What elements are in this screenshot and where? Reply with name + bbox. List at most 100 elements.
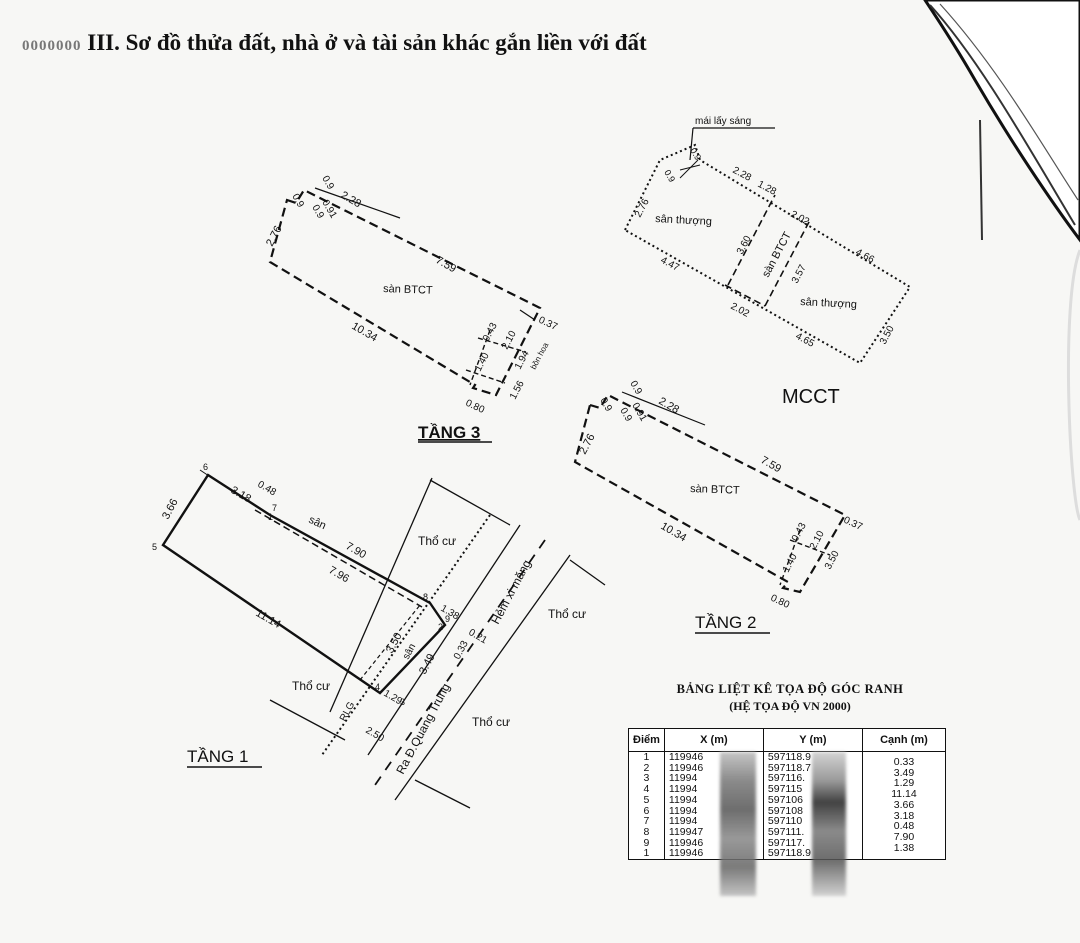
coordinate-table-subtitle: (HỆ TỌA ĐỘ VN 2000) [729,699,851,713]
tang3-dim-2.76: 2.76 [264,224,285,249]
cell-edge: 3.18 [893,809,915,822]
tang3-dim-0.80: 0.80 [464,398,487,416]
cell-edge: 3.66 [893,798,915,811]
tang2-dim-0.43: 0.43 [790,521,809,544]
tang2-dim-0.80: 0.80 [769,593,792,611]
tang2-dim-1.40: 1.40 [781,552,800,575]
tang3-flowerbed: bồn hoa [529,341,551,371]
cell-edge: 1.38 [893,841,915,854]
header-point: Điểm [628,728,665,752]
mcct-right-area: sân thượng [800,296,857,311]
mcct-dim-2.76: 2.76 [633,197,652,220]
tang3-floor-text: sàn BTCT [383,283,433,297]
tang1-point-2: 2 [438,622,443,632]
cell-edge: 0.48 [893,820,915,833]
coordinate-table-title: BẢNG LIỆT KÊ TỌA ĐỘ GÓC RANH [676,682,904,696]
tang2-dim-0.37: 0.37 [842,515,865,533]
mcct-dim-4.47: 4.47 [659,255,682,274]
tang1-point-8: 8 [423,592,428,602]
tang2-floor-text: sàn BTCT [690,483,740,497]
cell-point: 5 [628,795,665,806]
redaction-blur-y [812,752,846,896]
tang2-dim-0.9a: 0.9 [597,396,614,414]
redaction-blur-x [720,752,756,896]
tang1-neighbor-1: Thổ cư [418,534,456,548]
tang1-point-9: 9 [445,614,450,624]
page-curl [923,0,1080,243]
tang3-plan: sàn BTCT 2.76 0.9 0.9 2.28 0.9 0.91 7.59… [264,174,559,416]
tang1-dim-2.50: 2.50 [364,725,387,744]
tang3-dim-0.9a: 0.9 [289,192,306,210]
tang3-dim-0.37: 0.37 [537,315,560,333]
label-tang1: TẦNG 1 [187,747,248,766]
mcct-skylight: mái lấy sáng [695,115,751,127]
tang2-dim-2.10: 2.10 [808,529,827,552]
mcct-dim-3.50: 3.50 [878,324,897,347]
tang1-dim-0.21: 0.21 [467,627,490,646]
tang3-dim-1.56: 1.56 [508,379,527,402]
mcct-left-area: sân thượng [655,213,712,228]
mcct-dim-4.65: 4.65 [794,331,817,350]
tang3-dim-0.43: 0.43 [481,321,500,344]
tang3-dim-10.34: 10.34 [350,320,380,344]
mcct-dim-3.57: 3.57 [790,263,809,286]
tang1-point-5: 5 [152,542,157,552]
heading-faint-prefix: 0000000 [22,38,82,54]
label-tang3: TẦNG 3 [418,423,480,442]
cell-edge: 0.33 [893,756,915,768]
cell-edge: 7.90 [893,830,915,843]
tang1-dim-3.66: 3.66 [160,497,181,522]
tang2-dim-0.91: 0.91 [629,401,648,424]
header-x: X (m) [663,728,764,752]
header-y: Y (m) [762,728,863,752]
coordinate-table-header-row: Điểm X (m) Y (m) Cạnh (m) [628,728,947,752]
header-edge: Cạnh (m) [861,728,947,752]
tang2-dim-3.50: 3.50 [823,549,842,572]
label-mcct: MCCT [782,386,840,408]
tang1-dim-3.49: 3.49 [417,652,438,677]
tang3-dim-2.10: 2.10 [500,329,519,352]
mcct-dim-4.66: 4.66 [854,247,877,266]
tang1-area-san1: sân [307,514,328,532]
page-curl-edge [929,4,1076,226]
tang1-point-7: 7 [272,503,277,513]
tang1-neighbor-4: Thổ cư [472,715,510,729]
tang1-point-4: 4 [375,682,380,692]
mcct-dim-0.9a: 0.9 [662,168,677,184]
tang1-rlg: RLG [338,700,357,724]
section-heading: 0000000 III. Sơ đồ thửa đất, nhà ở và tà… [22,30,647,56]
tang3-dim-2.28: 2.28 [339,189,364,210]
tang1-point-3: 3 [400,697,405,707]
tang2-plan: sàn BTCT 2.76 0.9 0.9 2.28 0.9 0.91 7.59… [573,379,865,611]
mcct-middle-area: sàn BTCT [760,230,794,280]
tang1-neighbor-3: Thổ cư [292,679,330,693]
mcct-plan: mái lấy sáng sân thượng sàn BTCT sân thư… [623,115,912,365]
tang2-dim-2.76: 2.76 [577,432,598,457]
tang1-road: Ra Đ.Quang Trung [393,681,453,777]
tang3-dim-0.9b: 0.9 [319,174,336,192]
tang1-area-san2: sân [401,642,418,661]
cell-edge: 11.14 [891,788,917,801]
tang1-dim-3.50: 3.50 [384,631,405,656]
tang3-dim-7.59: 7.59 [434,254,459,275]
tang1-neighbor-2: Thổ cư [548,607,586,621]
tang2-dim-0.9b: 0.9 [627,379,644,397]
tang3-dim-1.94: 1.94 [513,349,532,372]
tang1-dim-11.14: 11.14 [254,607,283,631]
heading-title: III. Sơ đồ thửa đất, nhà ở và tài sản kh… [87,30,647,55]
cell-edge: 1.29 [893,777,915,790]
coordinate-table-heading: BẢNG LIỆT KÊ TỌA ĐỘ GÓC RANH (HỆ TỌA ĐỘ … [640,682,940,714]
cell-edge: 3.49 [893,766,915,779]
tang1-point-6: 6 [203,462,208,472]
cell-point: 1 [628,848,665,861]
mcct-dim-2.02b: 2.02 [729,301,752,320]
tang2-dim-2.28: 2.28 [657,395,682,416]
mcct-dim-3.60: 3.60 [735,234,754,257]
tang1-dim-7.96: 7.96 [327,564,352,585]
tang1-dim-0.48: 0.48 [256,479,279,498]
